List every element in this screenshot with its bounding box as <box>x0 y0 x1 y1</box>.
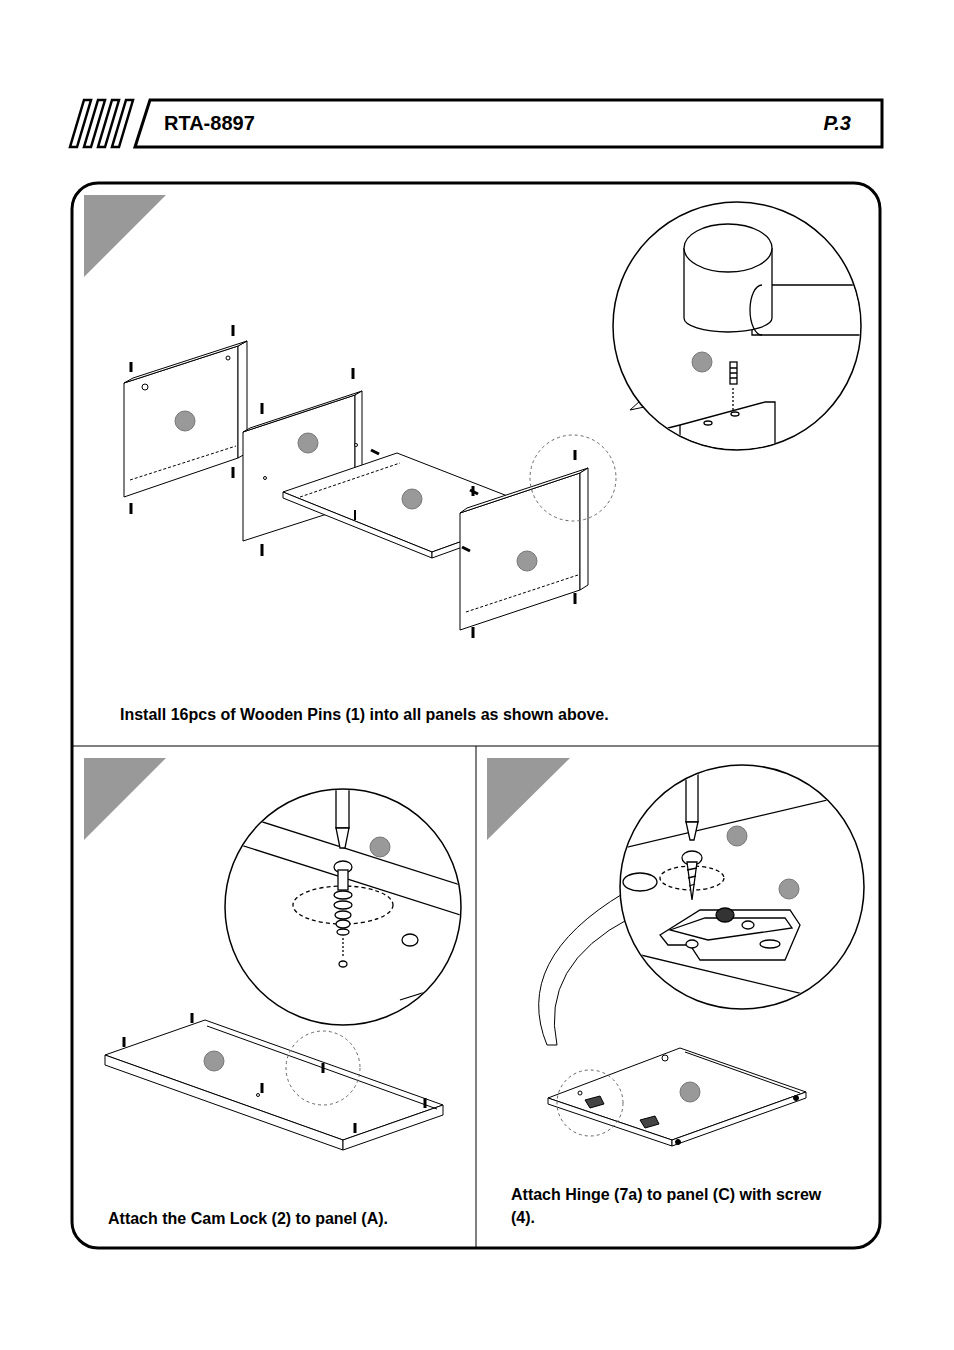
wooden-pins <box>131 325 575 638</box>
part-callout <box>204 1051 224 1071</box>
detail-marker <box>530 435 616 521</box>
model-number: RTA-8897 <box>164 109 255 138</box>
step-panel: Attach Hinge (7a) to panel (C) with scre… <box>476 746 880 1248</box>
hinge-marks <box>585 1096 659 1128</box>
step-instruction: Attach the Cam Lock (2) to panel (A). <box>108 1207 470 1230</box>
step2-panel <box>105 1020 443 1150</box>
page-number: P.3 <box>824 109 851 138</box>
part-callout <box>680 1082 700 1102</box>
cam-pins <box>124 1013 425 1133</box>
step3-panel <box>548 1048 806 1146</box>
page-frame <box>72 183 880 1248</box>
step-panel: Install 16pcs of Wooden Pins (1) into al… <box>72 183 880 746</box>
header-stripes <box>70 100 882 147</box>
step-panel: Attach the Cam Lock (2) to panel (A). <box>72 746 476 1248</box>
part-callouts <box>175 411 537 571</box>
detail-marker <box>557 1070 623 1136</box>
step1-panels <box>124 341 588 630</box>
magnifier-2 <box>225 760 470 1025</box>
step-instruction: Attach Hinge (7a) to panel (C) with scre… <box>511 1183 836 1229</box>
header-bar: RTA-8897 P.3 <box>150 100 875 147</box>
step-instruction: Install 16pcs of Wooden Pins (1) into al… <box>120 703 860 726</box>
detail-marker <box>286 1031 360 1105</box>
magnifier-1 <box>613 202 870 470</box>
magnifier-3 <box>539 765 870 1045</box>
